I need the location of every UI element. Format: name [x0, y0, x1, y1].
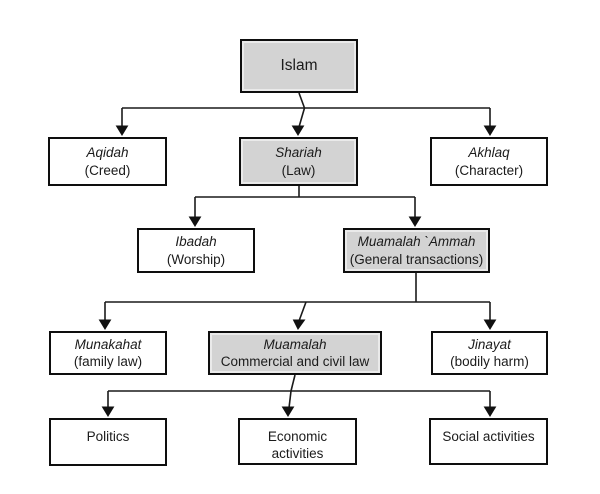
node-label: Munakahat [74, 336, 142, 352]
arrowhead-icon [281, 406, 295, 417]
line [298, 107, 306, 128]
node-politics: Politics [49, 418, 167, 466]
node-label: Aqidah [86, 145, 129, 161]
node-sublabel: (General transactions) [349, 251, 484, 267]
arrowhead-icon [483, 319, 497, 330]
arrowhead-icon [483, 406, 497, 417]
node-islam: Islam [240, 39, 358, 93]
node-sublabel: (family law) [73, 354, 143, 369]
node-label: Politics [86, 429, 130, 444]
connector-muamalah-ammah-to-row4 [98, 273, 497, 330]
node-label: Ibadah [175, 234, 217, 250]
line [288, 390, 292, 409]
node-label: Economic activities [267, 429, 328, 462]
node-shariah: Shariah (Law) [239, 137, 358, 186]
arrowhead-icon [188, 216, 202, 227]
node-muamalah-ammah: Muamalah `Ammah (General transactions) [343, 228, 490, 273]
node-label: Shariah [275, 145, 322, 161]
connector-shariah-to-row3 [188, 186, 422, 227]
node-sublabel: (Worship) [166, 251, 226, 267]
node-ibadah: Ibadah (Worship) [137, 228, 255, 273]
arrowhead-icon [291, 125, 305, 136]
arrowhead-icon [292, 319, 306, 330]
node-sublabel: (Character) [454, 162, 524, 178]
node-sublabel: (Law) [281, 162, 316, 178]
arrowhead-icon [101, 406, 115, 417]
node-jinayat: Jinayat (bodily harm) [431, 331, 548, 375]
line [298, 301, 307, 322]
node-label: Social activities [442, 429, 535, 444]
line [290, 374, 296, 392]
node-label: Jinayat [468, 336, 511, 352]
node-muamalah: Muamalah Commercial and civil law [208, 331, 382, 375]
node-sublabel: (Creed) [84, 162, 131, 178]
node-label: Muamalah [263, 336, 327, 352]
node-sublabel: (bodily harm) [450, 354, 529, 369]
node-social-activities: Social activities [429, 418, 548, 465]
arrowhead-icon [483, 125, 497, 136]
node-economic-activities: Economic activities [238, 418, 357, 465]
node-akhlaq: Akhlaq (Character) [430, 137, 548, 186]
arrowhead-icon [115, 125, 129, 136]
arrowhead-icon [98, 319, 112, 330]
node-label: Muamalah `Ammah [357, 234, 476, 250]
arrowhead-icon [408, 216, 422, 227]
node-sublabel: Commercial and civil law [220, 354, 370, 369]
node-label: Islam [280, 57, 318, 75]
connector-islam-to-row2 [115, 92, 497, 136]
connector-muamalah-to-row5 [101, 374, 497, 417]
line [298, 92, 306, 109]
node-munakahat: Munakahat (family law) [49, 331, 167, 375]
node-aqidah: Aqidah (Creed) [48, 137, 167, 186]
node-label: Akhlaq [468, 145, 510, 161]
